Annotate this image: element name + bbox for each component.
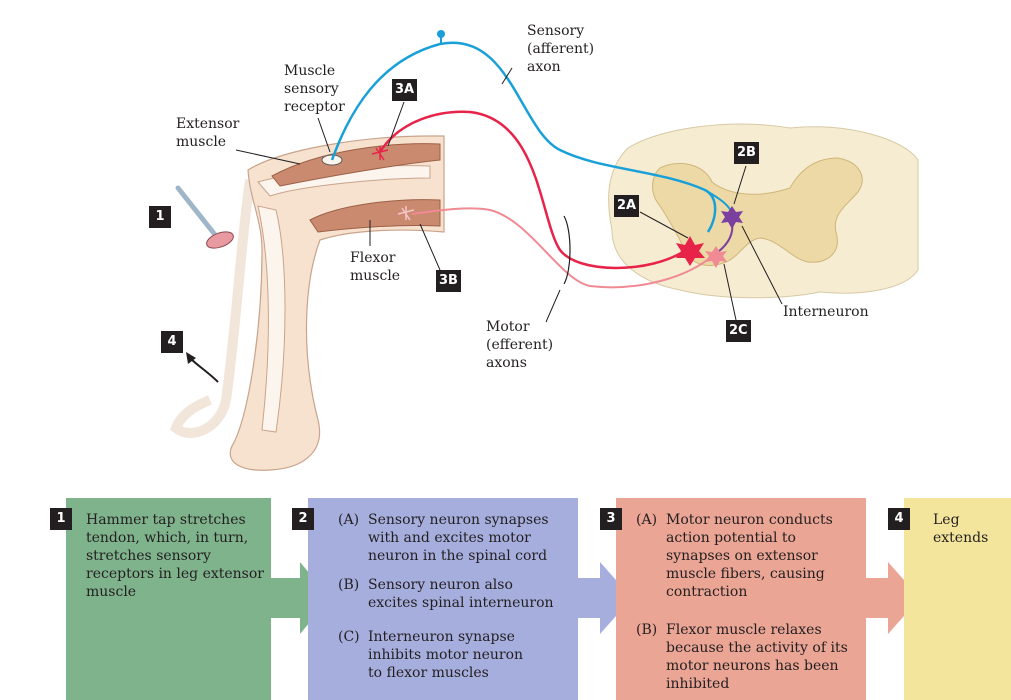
step-3a-key: (A) [636,512,658,528]
leader-3b [419,223,441,271]
step-1: 1 Hammer tap stretches tendon, which, in… [50,498,271,700]
shin-bone [257,205,286,433]
label-motor-axons: Motor (efferent) axons [486,319,554,371]
leg-extension-arrow [189,357,219,383]
leader-3a [387,101,405,147]
step-3b-text: Flexor muscle relaxes because the activi… [666,622,848,692]
step-2a-text: Sensory neuron synapses with and excites… [368,512,549,564]
leg-extension-arrowhead [186,352,196,364]
step-4-text: Leg extends [933,512,989,546]
step-3-number: 3 [600,508,622,530]
flexor-endplate [397,206,415,221]
step-2c-text: Interneuron synapse inhibits motor neuro… [368,629,524,681]
step1-arrow [271,562,330,634]
step2-box-bg [308,498,578,700]
extensor-muscle-shape [271,143,441,187]
step-3: 3 (A) Motor neuron conducts action poten… [600,498,866,700]
badge-3b: 3B [436,270,461,292]
motor-neuron-flexor [705,246,727,268]
step-2b-key: (B) [338,577,360,593]
label-muscle-receptor: Muscle sensory receptor [284,63,345,115]
flexor-muscle-shape [309,199,441,233]
label-extensor-muscle: Extensor muscle [176,116,240,150]
flexor-motor-axon [411,207,713,289]
step-3a-text: Motor neuron conducts action potential t… [666,512,833,600]
step-2c-key: (C) [338,629,360,645]
label-flexor-muscle: Flexor muscle [350,250,401,284]
badge-3a: 3A [392,79,418,101]
leader-sensory-axon [501,67,513,85]
badge-2a: 2A [614,195,640,217]
step3-arrow [866,562,920,634]
step-2b-text: Sensory neuron also excites spinal inter… [368,577,554,611]
step-1-number: 1 [50,508,72,530]
step-1-text: Hammer tap stretches tendon, which, in t… [86,512,264,600]
motor-axons-leader [545,289,561,323]
badge-2c: 2C [726,320,751,342]
badge-2b: 2B [734,142,759,164]
badge-4: 4 [161,331,183,353]
hammer [175,185,219,239]
leader-2a [639,211,689,239]
step-arrows [66,498,1011,700]
hammer-head [206,231,234,249]
step2-arrow [578,562,632,634]
badge-1: 1 [149,206,171,228]
step-4: 4 Leg extends [888,498,1011,700]
motor-axons-bracket [563,215,571,285]
step-4-number: 4 [888,508,910,530]
label-sensory-axon: Sensory (afferent) axon [527,23,595,75]
leg-ghost [170,179,255,438]
step1-box-bg [66,498,271,700]
step3-box-bg [616,498,866,700]
leader-2b [733,165,747,205]
leader-extensor [235,149,301,165]
step-2a-key: (A) [338,512,360,528]
step-2-number: 2 [292,508,314,530]
leader-2c [723,263,737,321]
interneuron-cell [721,206,743,229]
reflex-diagram [170,30,919,471]
extensor-motor-axon [378,110,687,270]
sensory-cell-body [437,30,445,38]
label-interneuron: Interneuron [783,304,869,320]
step4-box-bg [904,498,1011,700]
leader-interneuron [741,225,783,305]
leader-muscle-receptor [317,117,331,153]
step-2: 2 (A) Sensory neuron synapses with and e… [292,498,578,700]
extensor-endplate [371,146,389,161]
step-3b-key: (B) [636,622,658,638]
motor-neuron-extensor [676,236,705,266]
